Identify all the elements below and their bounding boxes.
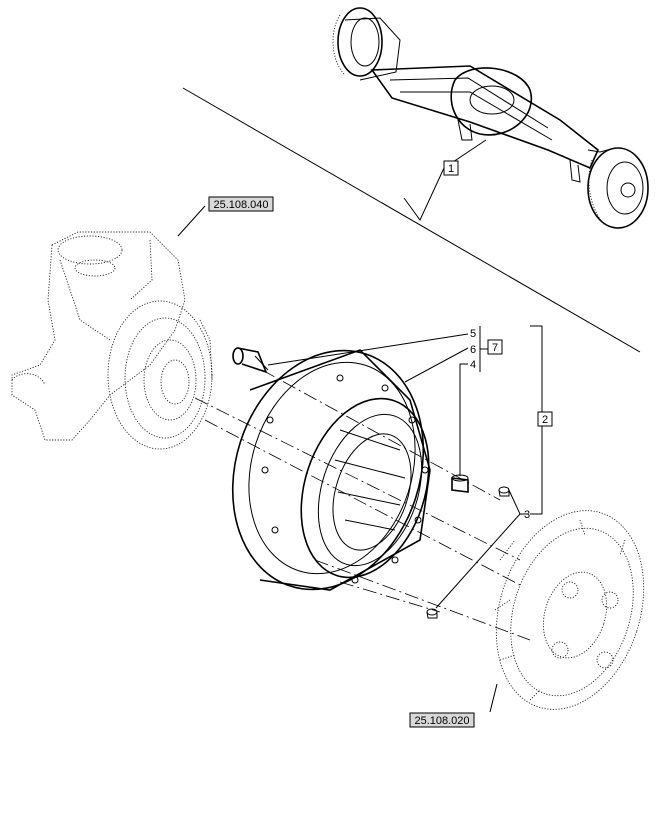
- section-line: [182, 87, 641, 353]
- callout-bolt: 5: [470, 328, 476, 340]
- callout-dowel: 4: [470, 359, 476, 371]
- ref-knuckle-label: 25.108.040: [213, 199, 268, 211]
- callout-group: 2: [542, 414, 548, 426]
- leader-1: [403, 139, 487, 221]
- pin-part-upper: [498, 486, 510, 497]
- ref-carrier-label: 25.108.020: [414, 715, 469, 727]
- callout-kit: 7: [492, 342, 498, 354]
- axle-assembly-illustration: [332, 7, 649, 229]
- callout-pin: 3: [524, 509, 530, 521]
- bolt-part: [232, 347, 269, 374]
- callout-washer: 6: [470, 344, 476, 356]
- callout-assembly: 1: [448, 163, 454, 175]
- dowel-part: [451, 474, 469, 493]
- wheel-hub-illustration: [231, 349, 431, 591]
- steering-knuckle-illustration: [11, 231, 213, 450]
- planet-carrier-illustration: [494, 510, 645, 710]
- pin-part-lower: [426, 608, 438, 619]
